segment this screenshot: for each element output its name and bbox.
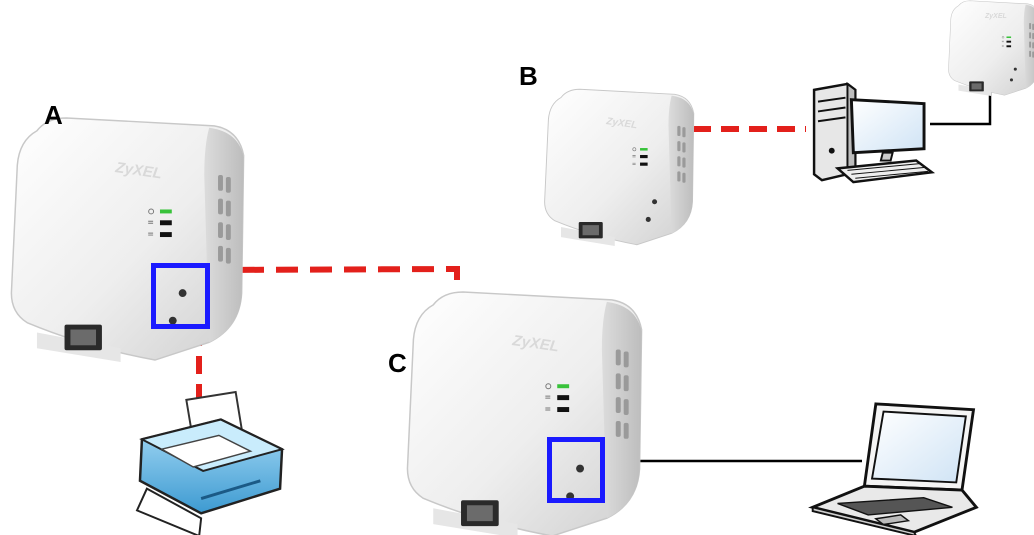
- printer-icon: [135, 390, 284, 535]
- link-a-to-c-powerline: [207, 265, 460, 352]
- node-label-a: A: [44, 100, 63, 130]
- powerline-adapter-icon: ZyXEL: [10, 117, 245, 362]
- desktop-computer-icon: [812, 82, 934, 184]
- adapter-a-brand: ZyXEL: [113, 159, 163, 182]
- highlight-box-a: [151, 263, 210, 329]
- powerline-adapter-icon: ZyXEL: [406, 291, 643, 535]
- powerline-adapter-icon: ZyXEL: [948, 0, 1034, 96]
- node-label-b: B: [519, 61, 538, 91]
- link-desktop-to-adapter-d: [930, 92, 992, 126]
- node-label-c: C: [388, 348, 407, 378]
- highlight-box-c: [547, 437, 605, 503]
- adapter-d-brand: ZyXEL: [984, 13, 1007, 20]
- adapter-b-brand: ZyXEL: [605, 116, 638, 131]
- laptop-icon: [811, 402, 978, 535]
- adapter-c-brand: ZyXEL: [510, 332, 560, 355]
- powerline-adapter-icon: ZyXEL: [544, 88, 695, 246]
